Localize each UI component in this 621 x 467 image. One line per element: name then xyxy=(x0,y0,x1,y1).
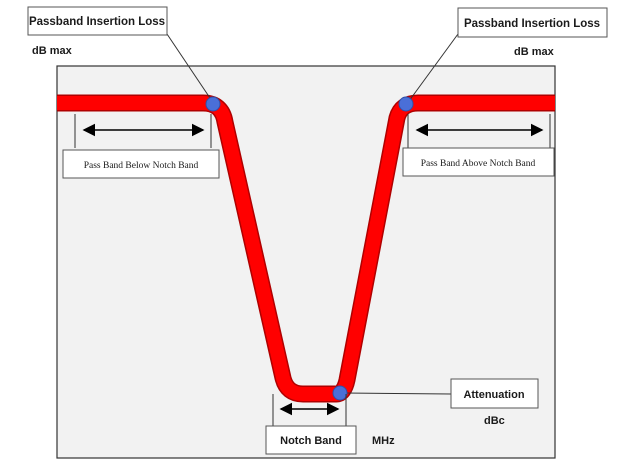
notch-band-label: Notch Band xyxy=(280,435,342,447)
unit-mhz: MHz xyxy=(372,435,395,447)
callout-passband-loss-right: Passband Insertion Loss xyxy=(457,7,608,38)
callout-passband-loss-left-label: Passband Insertion Loss xyxy=(29,16,165,28)
unit-dbc: dBc xyxy=(484,415,505,427)
pass-band-above-label: Pass Band Above Notch Band xyxy=(421,159,536,169)
leader-line-attenuation xyxy=(343,392,452,395)
callout-attenuation: Attenuation xyxy=(450,378,539,409)
attenuation-label: Attenuation xyxy=(463,389,524,401)
marker-left-corner xyxy=(205,96,221,112)
marker-attenuation xyxy=(332,385,348,401)
callout-passband-loss-left: Passband Insertion Loss xyxy=(27,6,168,36)
label-box-pass-band-below: Pass Band Below Notch Band xyxy=(62,149,220,179)
unit-db-max-right: dB max xyxy=(514,46,555,58)
callout-passband-loss-right-label: Passband Insertion Loss xyxy=(464,18,600,30)
marker-right-corner xyxy=(398,96,414,112)
label-box-pass-band-above: Pass Band Above Notch Band xyxy=(402,147,555,177)
leader-line-left xyxy=(166,33,213,102)
leader-line-right xyxy=(408,33,459,102)
filter-response-curve xyxy=(57,96,555,401)
pass-band-below-label: Pass Band Below Notch Band xyxy=(84,161,199,171)
callout-notch-band: Notch Band xyxy=(265,425,357,455)
unit-db-max-left: dB max xyxy=(32,45,73,57)
